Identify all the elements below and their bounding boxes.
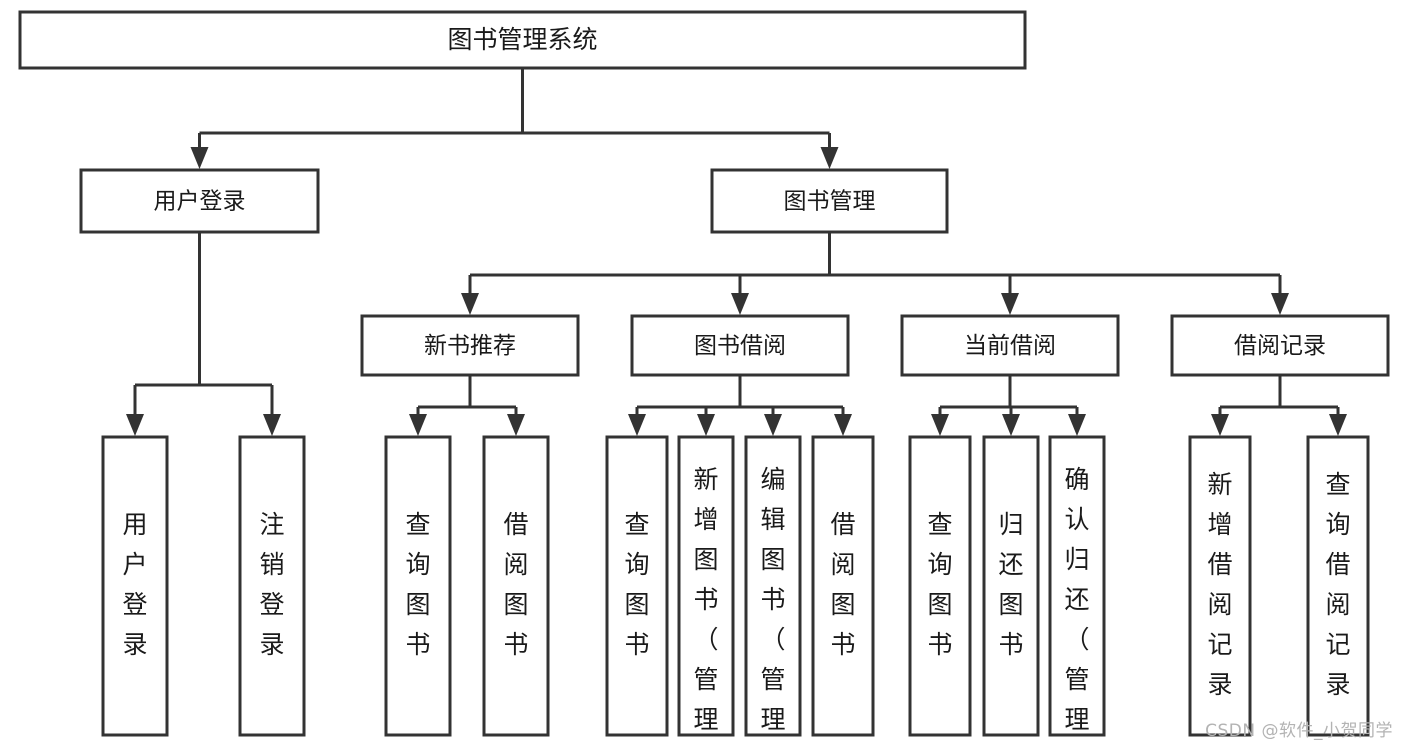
node-book-management[interactable]: 图书管理 xyxy=(710,168,949,234)
node-root[interactable]: 图书管理系统 xyxy=(18,10,1027,70)
node-leaf-query-book-3[interactable]: 查询图书 xyxy=(908,435,972,737)
node-label-leaf-edit-book: 编辑图书（管理员） xyxy=(760,465,785,747)
node-box-borrow-record xyxy=(1170,314,1390,377)
node-label-leaf-add-book: 新增图书（管理员） xyxy=(693,465,718,747)
node-leaf-borrow-book-1[interactable]: 借阅图书 xyxy=(482,435,550,737)
node-label-leaf-confirm-return: 确认归还（管理员） xyxy=(1064,465,1089,747)
node-box-book-borrow xyxy=(630,314,850,377)
node-label-leaf-borrow-book-2: 借阅图书 xyxy=(830,510,855,659)
node-new-book-recommend[interactable]: 新书推荐 xyxy=(360,314,580,377)
node-box-leaf-add-record xyxy=(1188,435,1252,737)
node-box-leaf-borrow-book-1 xyxy=(482,435,550,737)
node-label-leaf-query-book-3: 查询图书 xyxy=(927,510,952,659)
node-leaf-add-record[interactable]: 新增借阅记录 xyxy=(1188,435,1252,737)
node-box-leaf-add-book xyxy=(677,435,735,737)
node-label-borrow-record: 借阅记录 xyxy=(1234,333,1326,359)
node-label-leaf-query-record: 查询借阅记录 xyxy=(1325,470,1350,699)
node-leaf-confirm-return[interactable]: 确认归还（管理员） xyxy=(1048,435,1106,751)
node-label-leaf-logout: 注销登录 xyxy=(259,510,284,659)
node-label-leaf-return-book: 归还图书 xyxy=(998,510,1023,659)
node-leaf-query-record[interactable]: 查询借阅记录 xyxy=(1306,435,1370,737)
node-label-book-management: 图书管理 xyxy=(784,189,876,215)
node-box-user-login xyxy=(79,168,320,234)
node-box-leaf-user-login xyxy=(101,435,169,737)
node-box-leaf-logout xyxy=(238,435,306,737)
node-label-leaf-query-book-2: 查询图书 xyxy=(624,510,649,659)
node-box-new-book-recommend xyxy=(360,314,580,377)
node-label-leaf-user-login: 用户登录 xyxy=(122,510,147,659)
node-leaf-return-book[interactable]: 归还图书 xyxy=(982,435,1040,737)
node-label-leaf-borrow-book-1: 借阅图书 xyxy=(503,510,528,659)
node-box-leaf-query-book-2 xyxy=(605,435,669,737)
edges-layer xyxy=(126,68,1347,436)
node-box-leaf-query-record xyxy=(1306,435,1370,737)
node-label-leaf-add-record: 新增借阅记录 xyxy=(1207,470,1232,699)
node-box-root xyxy=(18,10,1027,70)
node-leaf-query-book-1[interactable]: 查询图书 xyxy=(384,435,452,737)
node-box-leaf-edit-book xyxy=(744,435,802,737)
node-current-borrow[interactable]: 当前借阅 xyxy=(900,314,1120,377)
node-label-user-login: 用户登录 xyxy=(154,189,246,215)
node-book-borrow[interactable]: 图书借阅 xyxy=(630,314,850,377)
node-box-leaf-borrow-book-2 xyxy=(811,435,875,737)
node-borrow-record[interactable]: 借阅记录 xyxy=(1170,314,1390,377)
node-box-current-borrow xyxy=(900,314,1120,377)
node-label-book-borrow: 图书借阅 xyxy=(694,333,786,359)
node-box-leaf-return-book xyxy=(982,435,1040,737)
node-label-current-borrow: 当前借阅 xyxy=(964,333,1056,359)
node-leaf-logout[interactable]: 注销登录 xyxy=(238,435,306,737)
node-label-root: 图书管理系统 xyxy=(447,25,597,54)
node-leaf-add-book[interactable]: 新增图书（管理员） xyxy=(677,435,735,751)
node-box-book-management xyxy=(710,168,949,234)
node-leaf-user-login[interactable]: 用户登录 xyxy=(101,435,169,737)
node-box-leaf-confirm-return xyxy=(1048,435,1106,737)
node-user-login[interactable]: 用户登录 xyxy=(79,168,320,234)
node-leaf-query-book-2[interactable]: 查询图书 xyxy=(605,435,669,737)
node-label-new-book-recommend: 新书推荐 xyxy=(424,333,516,359)
nodes-layer: 图书管理系统用户登录图书管理新书推荐图书借阅当前借阅借阅记录用户登录注销登录查询… xyxy=(18,10,1390,751)
watermark: CSDN @软件_小贺同学 xyxy=(1205,721,1393,741)
node-leaf-edit-book[interactable]: 编辑图书（管理员） xyxy=(744,435,802,751)
node-box-leaf-query-book-1 xyxy=(384,435,452,737)
node-box-leaf-query-book-3 xyxy=(908,435,972,737)
node-label-leaf-query-book-1: 查询图书 xyxy=(405,510,430,659)
node-leaf-borrow-book-2[interactable]: 借阅图书 xyxy=(811,435,875,737)
